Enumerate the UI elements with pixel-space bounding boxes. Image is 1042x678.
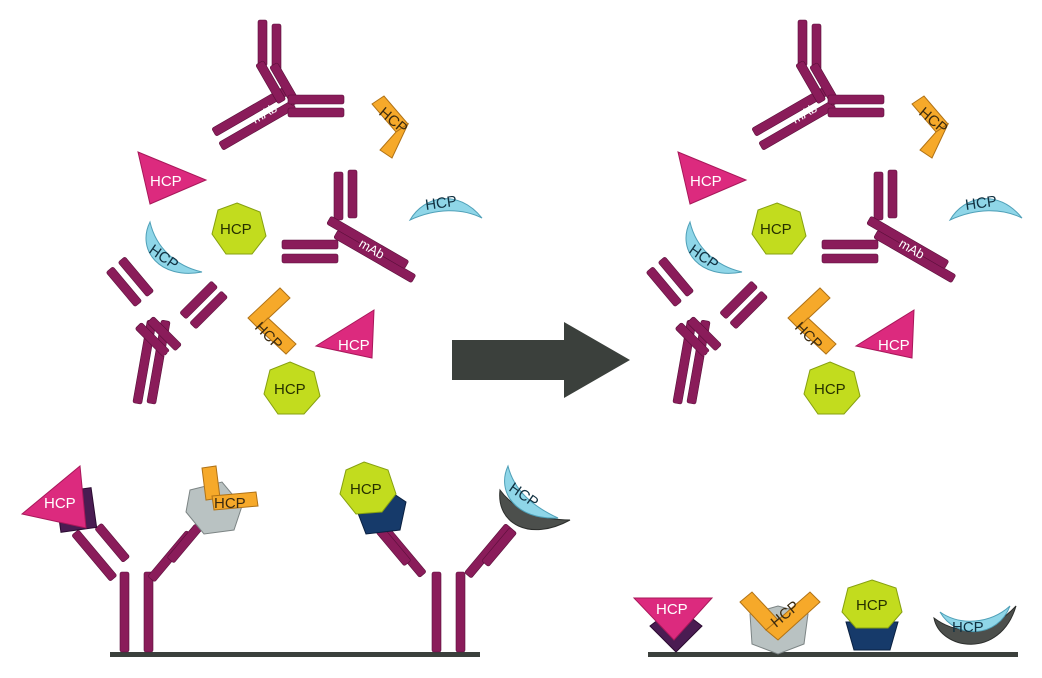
bound-hcp-crescent: HCP	[499, 464, 571, 531]
hcp-lshape: HCP	[911, 95, 951, 159]
hcp-crescent: HCP	[948, 193, 1023, 222]
hcp-hexagon: HCP	[263, 361, 321, 415]
hcp-label: HCP	[220, 221, 252, 238]
hcp-label: HCP	[338, 337, 370, 354]
hcp-label: HCP	[856, 597, 888, 614]
bound-hcp-lshape: HCP	[185, 465, 259, 535]
bound-hcp-triangle: HCP	[20, 465, 98, 533]
hcp-label: HCP	[814, 381, 846, 398]
bound-hcp-hexagon: HCP	[339, 461, 407, 535]
hcp-label: HCP	[878, 337, 910, 354]
hcp-label: HCP	[964, 193, 998, 214]
hcp-lshape: HCP	[371, 95, 411, 159]
antibody-mab: mAb	[106, 257, 228, 405]
captured-hcp-hexagon: HCP	[841, 579, 903, 651]
mab-label: mAb	[698, 350, 717, 379]
anti-hcp-antibody	[376, 523, 517, 653]
hcp-label: HCP	[760, 221, 792, 238]
hcp-label: HCP	[274, 381, 306, 398]
mixture-before-purification: mAb HCP HCP HCP HCP HCP	[106, 19, 483, 415]
hcp-triangle: HCP	[677, 151, 748, 205]
captured-hcp-lshape: HCP	[739, 591, 821, 655]
hcp-triangle: HCP	[314, 309, 375, 359]
surface-baseline	[110, 652, 480, 657]
mixture-after-purification: mAb HCP HCP HCP HCP HCP	[646, 19, 1023, 415]
hcp-label: HCP	[350, 481, 382, 498]
hcp-triangle: HCP	[137, 151, 208, 205]
hcp-lshape: HCP	[787, 287, 837, 355]
hcp-label: HCP	[952, 619, 984, 636]
captured-hcp-crescent: HCP	[933, 605, 1017, 645]
hcp-label: HCP	[150, 173, 182, 190]
hcp-label: HCP	[44, 495, 76, 512]
antibody-mab: mAb	[821, 169, 956, 283]
antibody-mab: mAb	[212, 19, 345, 150]
hcp-crescent: HCP	[685, 220, 743, 274]
hcp-crescent: HCP	[145, 220, 203, 274]
capture-surface-with-antibodies: HCP HCP HCP HCP	[20, 461, 571, 657]
hcp-label: HCP	[424, 193, 458, 214]
mab-label: mAb	[158, 350, 177, 379]
hcp-hexagon: HCP	[803, 361, 861, 415]
antibody-mab: mAb	[752, 19, 885, 150]
hcp-crescent: HCP	[408, 193, 483, 222]
hcp-label: HCP	[656, 601, 688, 618]
hcp-lshape: HCP	[247, 287, 297, 355]
right-arrow-icon	[452, 322, 630, 398]
captured-hcp-triangle: HCP	[632, 597, 714, 653]
hcp-hexagon: HCP	[751, 202, 807, 255]
surface-baseline	[648, 652, 1018, 657]
anti-hcp-antibody	[72, 523, 202, 653]
hcp-label: HCP	[214, 495, 246, 512]
antibody-mab: mAb	[281, 169, 416, 283]
captured-hcps-on-surface: HCP HCP HCP HCP	[632, 579, 1018, 657]
hcp-label: HCP	[690, 173, 722, 190]
antibody-mab: mAb	[646, 257, 768, 405]
hcp-hexagon: HCP	[211, 202, 267, 255]
hcp-triangle: HCP	[854, 309, 915, 359]
